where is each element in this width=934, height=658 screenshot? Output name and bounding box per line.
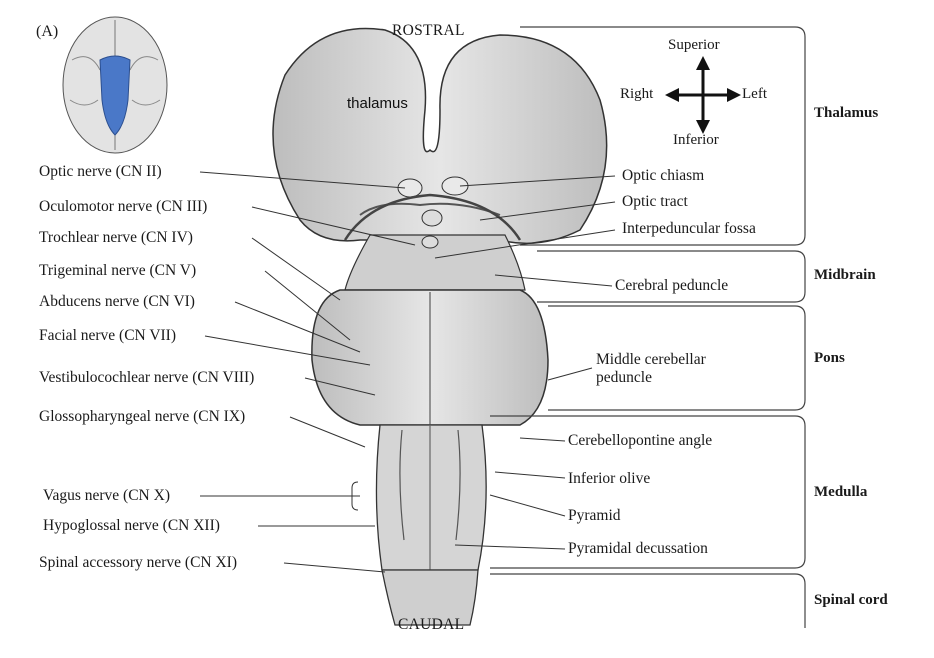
region-pons: Pons	[814, 350, 845, 367]
label-trigeminal-nerve: Trigeminal nerve (CN V)	[39, 262, 196, 280]
compass-superior: Superior	[668, 37, 720, 54]
rostral-label: ROSTRAL	[392, 22, 465, 40]
region-spinal-cord: Spinal cord	[814, 592, 888, 609]
thalamus-structure	[273, 28, 607, 243]
label-optic-nerve: Optic nerve (CN II)	[39, 163, 162, 181]
label-glossopharyngeal-nerve: Glossopharyngeal nerve (CN IX)	[39, 408, 245, 426]
region-thalamus: Thalamus	[814, 105, 878, 122]
label-cerebral-peduncle: Cerebral peduncle	[615, 277, 728, 295]
region-midbrain: Midbrain	[814, 267, 876, 284]
label-spinal-accessory-nerve: Spinal accessory nerve (CN XI)	[39, 554, 237, 572]
label-pyramidal-decussation: Pyramidal decussation	[568, 540, 708, 558]
label-vestibulocochlear-nerve: Vestibulocochlear nerve (CN VIII)	[39, 369, 254, 387]
label-interpeduncular-fossa: Interpeduncular fossa	[622, 220, 756, 238]
label-optic-chiasm: Optic chiasm	[622, 167, 704, 185]
label-oculomotor-nerve: Oculomotor nerve (CN III)	[39, 198, 207, 216]
medulla-structure	[376, 425, 486, 570]
thalamus-inline-label: thalamus	[347, 95, 408, 112]
inset-brain	[63, 17, 167, 153]
compass-left: Left	[742, 86, 767, 103]
label-pyramid: Pyramid	[568, 507, 621, 525]
label-optic-tract: Optic tract	[622, 193, 688, 211]
orientation-compass-arrows	[665, 56, 741, 134]
compass-right: Right	[620, 86, 653, 103]
compass-inferior: Inferior	[673, 132, 719, 149]
label-inferior-olive: Inferior olive	[568, 470, 650, 488]
label-cerebellopontine-angle: Cerebellopontine angle	[568, 432, 712, 450]
panel-label: (A)	[36, 23, 58, 41]
label-middle-cerebellar-peduncle: Middle cerebellar peduncle	[596, 351, 746, 387]
label-vagus-nerve: Vagus nerve (CN X)	[43, 487, 170, 505]
caudal-label: CAUDAL	[398, 616, 464, 634]
label-hypoglossal-nerve: Hypoglossal nerve (CN XII)	[43, 517, 220, 535]
label-abducens-nerve: Abducens nerve (CN VI)	[39, 293, 195, 311]
label-trochlear-nerve: Trochlear nerve (CN IV)	[39, 229, 193, 247]
region-medulla: Medulla	[814, 484, 867, 501]
label-facial-nerve: Facial nerve (CN VII)	[39, 327, 176, 345]
